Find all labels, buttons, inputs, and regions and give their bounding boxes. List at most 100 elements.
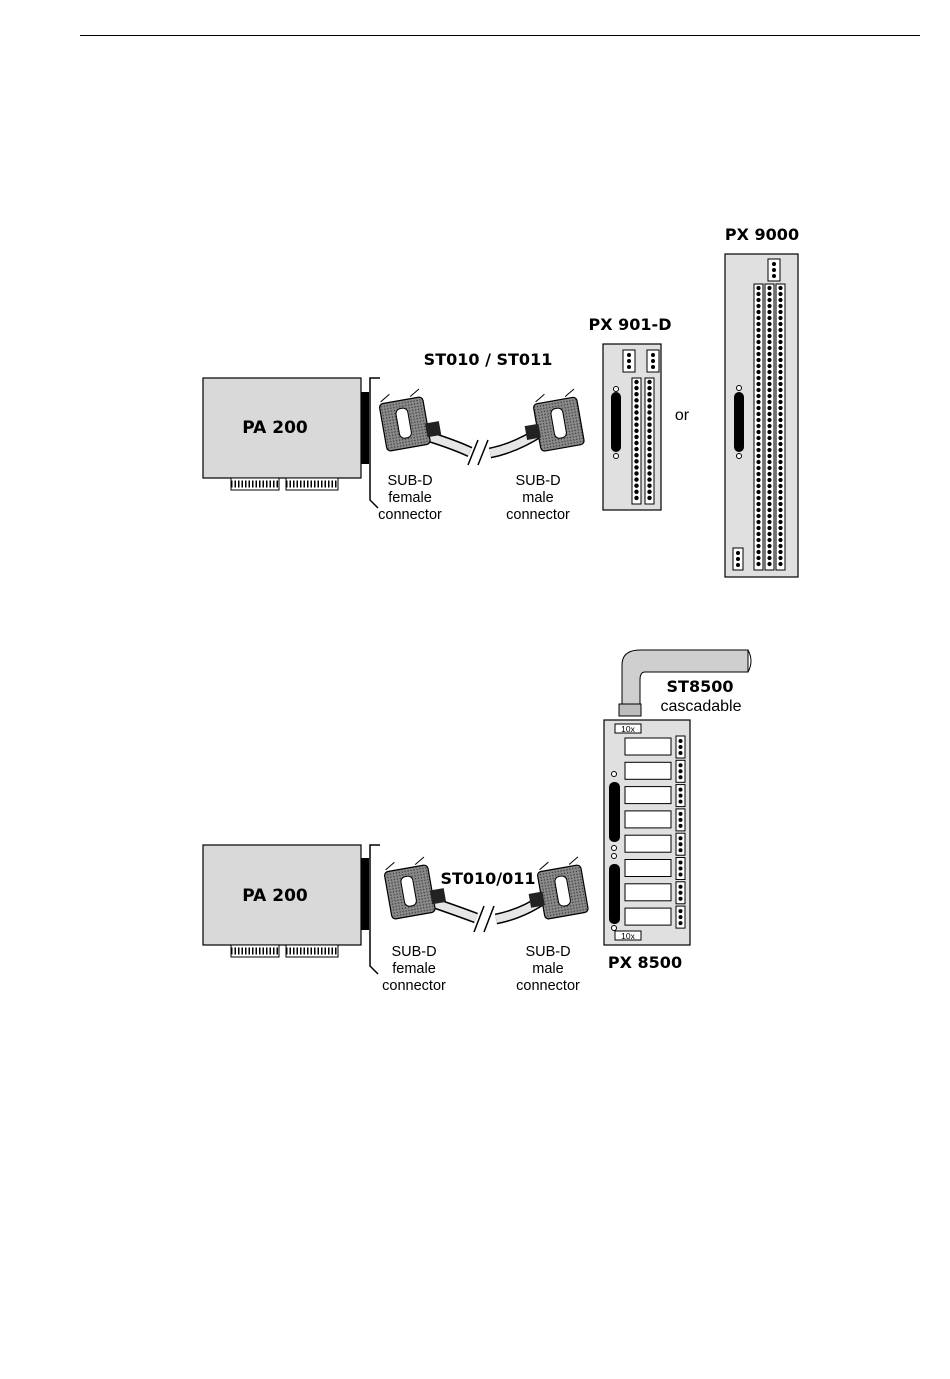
pin-dot xyxy=(778,550,782,554)
px9000-board: PX 9000 xyxy=(725,225,799,577)
pin-dot xyxy=(756,508,760,512)
svg-text:SUB-D: SUB-D xyxy=(515,473,560,489)
pin-dot xyxy=(756,430,760,434)
pin-dot xyxy=(767,460,771,464)
pin-dot xyxy=(627,365,631,369)
pin-dot xyxy=(756,514,760,518)
pin-dot xyxy=(679,867,683,871)
pin-dot xyxy=(778,328,782,332)
pin-dot xyxy=(679,818,683,822)
pin-dot xyxy=(756,304,760,308)
pin-dot xyxy=(767,298,771,302)
pin-dot xyxy=(778,508,782,512)
pin-dot xyxy=(679,897,683,901)
pin-dot xyxy=(778,394,782,398)
pin-dot xyxy=(679,800,683,804)
pin-dot xyxy=(767,394,771,398)
pin-dot xyxy=(679,745,683,749)
pin-dot xyxy=(767,436,771,440)
pin-dot xyxy=(767,334,771,338)
card-edge-connector xyxy=(231,478,338,490)
pin-dot xyxy=(767,466,771,470)
pin-dot xyxy=(756,286,760,290)
pin-dot xyxy=(634,447,638,451)
pin-dot xyxy=(679,763,683,767)
cable-label: ST010/011 xyxy=(440,869,535,888)
pin-dot xyxy=(767,556,771,560)
pin-dot xyxy=(767,304,771,308)
pin-dot xyxy=(756,400,760,404)
or-text: or xyxy=(675,407,690,424)
pin-dot xyxy=(767,340,771,344)
pin-dot xyxy=(767,520,771,524)
pin-dot xyxy=(767,448,771,452)
pin-dot xyxy=(767,352,771,356)
pin-dot xyxy=(647,423,651,427)
pin-dot xyxy=(767,508,771,512)
pin-dot xyxy=(767,472,771,476)
pin-dot xyxy=(647,404,651,408)
pin-dot xyxy=(778,334,782,338)
pin-dot xyxy=(679,909,683,913)
pin-dot xyxy=(778,532,782,536)
multiplier-top: 10x xyxy=(621,724,635,734)
pin-dot xyxy=(778,418,782,422)
pin-dot xyxy=(756,340,760,344)
pin-dot xyxy=(756,394,760,398)
pin-dot xyxy=(756,292,760,296)
svg-text:male: male xyxy=(522,490,553,506)
pin-dot xyxy=(778,562,782,566)
pin-dot xyxy=(647,484,651,488)
pin-dot xyxy=(767,376,771,380)
board-label: PX 8500 xyxy=(608,953,682,972)
pin-dot xyxy=(778,454,782,458)
pin-dot xyxy=(778,322,782,326)
pin-dot xyxy=(778,388,782,392)
pin-dot xyxy=(778,406,782,410)
pin-dot xyxy=(634,484,638,488)
relay-block xyxy=(625,787,671,804)
pin-dot xyxy=(778,490,782,494)
pin-dot xyxy=(756,388,760,392)
pin-dot xyxy=(767,400,771,404)
pin-dot xyxy=(778,430,782,434)
pin-dot xyxy=(778,496,782,500)
px8500-board: 10x 10x PX 8500 xyxy=(604,720,690,972)
pin-dot xyxy=(767,502,771,506)
pin-dot xyxy=(647,441,651,445)
pin-dot xyxy=(756,562,760,566)
pin-dot xyxy=(767,544,771,548)
pa200-card: PA 200 xyxy=(203,378,380,508)
pin-dot xyxy=(778,538,782,542)
pin-dot xyxy=(647,447,651,451)
multiplier-bottom: 10x xyxy=(621,931,635,941)
pin-dot xyxy=(778,514,782,518)
pin-dot xyxy=(756,370,760,374)
pin-dot xyxy=(778,286,782,290)
pin-dot xyxy=(756,298,760,302)
diagram-2: ST8500 cascadable PA 200 ST010/011 xyxy=(203,650,751,994)
pin-dot xyxy=(634,465,638,469)
pin-dot xyxy=(767,562,771,566)
pin-dot xyxy=(778,466,782,470)
pin-dot xyxy=(634,386,638,390)
pin-dot xyxy=(778,472,782,476)
pin-dot xyxy=(756,532,760,536)
pin-dot xyxy=(647,496,651,500)
pin-dot xyxy=(772,262,776,266)
pin-dot xyxy=(679,848,683,852)
svg-text:connector: connector xyxy=(382,978,446,994)
male-caption: SUB-D male connector xyxy=(516,944,580,994)
svg-text:female: female xyxy=(388,490,432,506)
pin-dot xyxy=(756,328,760,332)
pin-dot xyxy=(634,392,638,396)
pin-dot xyxy=(778,478,782,482)
pin-dot xyxy=(647,435,651,439)
pin-dot xyxy=(767,346,771,350)
pin-dot xyxy=(647,471,651,475)
pin-dot xyxy=(778,484,782,488)
pin-dot xyxy=(756,472,760,476)
pin-dot xyxy=(634,453,638,457)
pin-dot xyxy=(756,364,760,368)
pin-dot xyxy=(778,346,782,350)
